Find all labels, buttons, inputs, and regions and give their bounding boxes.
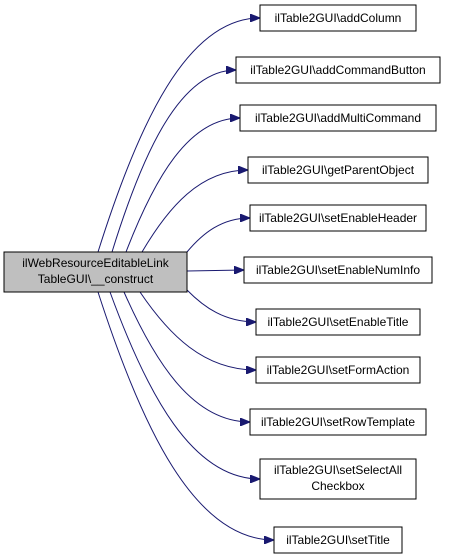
edge-to-setEnableTitle	[186, 289, 256, 322]
target-node-addMultiCommand[interactable]: ilTable2GUI\addMultiCommand	[239, 104, 437, 132]
target-node-setEnableTitle[interactable]: ilTable2GUI\setEnableTitle	[255, 308, 421, 336]
edge-to-setEnableHeader	[186, 218, 250, 253]
edge-to-setTitle	[97, 291, 274, 540]
target-node-addColumn[interactable]: ilTable2GUI\addColumn	[259, 4, 417, 32]
target-node-setFormAction[interactable]: ilTable2GUI\setFormAction	[255, 356, 421, 384]
target-node-label: ilTable2GUI\addCommandButton	[250, 63, 425, 77]
target-node-label: ilTable2GUI\setEnableTitle	[268, 315, 409, 329]
edge-to-addMultiCommand	[125, 118, 240, 253]
target-node-setEnableHeader[interactable]: ilTable2GUI\setEnableHeader	[249, 204, 427, 232]
target-node-label: ilTable2GUI\setSelectAll	[274, 463, 402, 477]
source-node-label-line1: ilWebResourceEditableLink	[22, 256, 170, 270]
source-node-label-line2: TableGUI\__construct	[38, 272, 154, 286]
target-node-label: ilTable2GUI\setEnableNumInfo	[256, 263, 420, 277]
target-node-label: ilTable2GUI\getParentObject	[262, 163, 415, 177]
target-node-label: ilTable2GUI\addColumn	[275, 11, 402, 25]
target-node-addCommandButton[interactable]: ilTable2GUI\addCommandButton	[235, 56, 441, 84]
target-node-label: Checkbox	[311, 479, 364, 493]
target-node-setRowTemplate[interactable]: ilTable2GUI\setRowTemplate	[249, 408, 427, 436]
edge-to-setFormAction	[139, 291, 256, 370]
edge-to-setSelectAllCheckbox	[109, 291, 260, 479]
target-node-label: ilTable2GUI\addMultiCommand	[255, 111, 421, 125]
source-node[interactable]: ilWebResourceEditableLinkTableGUI\__cons…	[3, 251, 188, 293]
edge-to-getParentObject	[141, 170, 248, 253]
target-node-label: ilTable2GUI\setRowTemplate	[261, 415, 415, 429]
target-node-label: ilTable2GUI\setTitle	[286, 533, 390, 547]
target-node-label: ilTable2GUI\setFormAction	[267, 363, 410, 377]
target-node-setTitle[interactable]: ilTable2GUI\setTitle	[273, 526, 403, 554]
edge-to-addCommandButton	[111, 70, 236, 253]
edge-to-setRowTemplate	[123, 291, 250, 422]
call-edges	[97, 18, 274, 540]
call-nodes: ilWebResourceEditableLinkTableGUI\__cons…	[3, 4, 441, 554]
target-node-label: ilTable2GUI\setEnableHeader	[259, 211, 417, 225]
target-node-setEnableNumInfo[interactable]: ilTable2GUI\setEnableNumInfo	[243, 256, 433, 284]
edge-to-setEnableNumInfo	[186, 270, 244, 271]
edge-to-addColumn	[97, 18, 260, 253]
target-node-getParentObject[interactable]: ilTable2GUI\getParentObject	[247, 156, 429, 184]
